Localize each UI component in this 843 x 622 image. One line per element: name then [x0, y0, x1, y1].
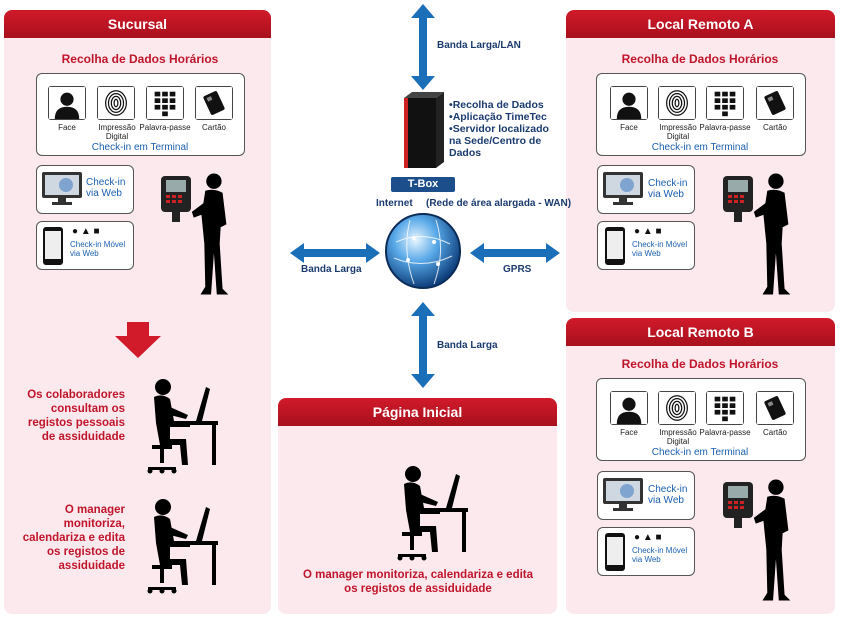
manager-desk-icon	[380, 462, 470, 562]
tile-label-password: Palavra-passe	[699, 428, 751, 437]
remote-a-title: Local Remoto A	[566, 10, 835, 38]
face-icon	[48, 86, 86, 120]
homepage-text: O manager monitoriza, calendariza e edit…	[302, 569, 534, 595]
homepage-title: Página Inicial	[278, 398, 557, 426]
checkin-web-label: Check-in via Web	[86, 177, 126, 199]
person-standing-icon	[750, 170, 798, 298]
checkin-web-label: Check-in via Web	[648, 484, 688, 506]
vertical-arrow-top-icon	[411, 4, 435, 90]
sucursal-subtitle: Recolha de Dados Horários	[61, 52, 219, 66]
monitor-icon	[601, 170, 645, 206]
tile-label-card: Cartão	[762, 123, 787, 132]
face-icon	[610, 391, 648, 425]
server-icon	[404, 92, 444, 168]
checkin-mobile-label: Check-in Móvel via Web	[632, 546, 688, 564]
gprs-label: GPRS	[503, 264, 532, 275]
banda-larga-left-label: Banda Larga	[301, 264, 362, 275]
server-bullets: Recolha de Dados Aplicação TimeTec Servi…	[449, 99, 561, 159]
tile-label-face: Face	[620, 123, 638, 132]
checkin-web-label: Check-in via Web	[648, 178, 688, 200]
checkin-terminal-label: Check-in em Terminal	[91, 142, 189, 153]
monitor-icon	[601, 476, 645, 512]
tile-label-card: Cartão	[762, 428, 787, 437]
globe-icon	[385, 213, 461, 289]
checkin-terminal-label: Check-in em Terminal	[651, 142, 749, 153]
server-bullet: Aplicação TimeTec	[449, 111, 561, 123]
card-icon	[195, 86, 233, 120]
server-bullet: Servidor localizado na Sede/Centro de Da…	[449, 123, 561, 159]
fingerprint-icon	[97, 86, 135, 120]
person-standing-icon	[750, 476, 798, 604]
tile-label-password: Palavra-passe	[699, 123, 751, 132]
os-icons: ● ▲ ■	[72, 226, 100, 237]
manager-text: O manager monitoriza, calendariza e edit…	[22, 504, 125, 572]
checkin-mobile-label: Check-in Móvel via Web	[70, 240, 126, 258]
fingerprint-icon	[658, 391, 696, 425]
keypad-icon	[146, 86, 184, 120]
tbox-label: T-Box	[391, 177, 455, 192]
os-icons: ● ▲ ■	[634, 532, 662, 543]
banda-larga-lan-label: Banda Larga/LAN	[437, 40, 521, 51]
tile-label-face: Face	[58, 123, 76, 132]
red-down-arrow-icon	[115, 322, 161, 358]
vertical-arrow-bottom-icon	[411, 302, 435, 388]
person-desk-icon	[130, 375, 220, 475]
sucursal-title: Sucursal	[4, 10, 271, 38]
os-icons: ● ▲ ■	[634, 226, 662, 237]
face-icon	[610, 86, 648, 120]
monitor-icon	[40, 170, 84, 206]
tile-label-fingerprint: Impressão Digital	[98, 123, 136, 141]
remote-b-subtitle: Recolha de Dados Horários	[621, 357, 779, 371]
wan-label: (Rede de área alargada - WAN)	[426, 198, 572, 209]
server-bullet: Recolha de Dados	[449, 99, 561, 111]
card-icon	[756, 86, 794, 120]
checkin-terminal-label: Check-in em Terminal	[651, 447, 749, 458]
keypad-icon	[706, 86, 744, 120]
phone-icon	[603, 226, 627, 266]
checkin-mobile-label: Check-in Móvel via Web	[632, 240, 688, 258]
tile-label-password: Palavra-passe	[139, 123, 191, 132]
tile-label-face: Face	[620, 428, 638, 437]
remote-b-title: Local Remoto B	[566, 318, 835, 346]
phone-icon	[41, 226, 65, 266]
fingerprint-icon	[658, 86, 696, 120]
right-arrow-icon	[470, 243, 560, 263]
phone-icon	[603, 532, 627, 572]
card-icon	[756, 391, 794, 425]
banda-larga-bottom-label: Banda Larga	[437, 340, 498, 351]
keypad-icon	[706, 391, 744, 425]
left-arrow-icon	[290, 243, 380, 263]
employees-text: Os colaboradores consultam os registos p…	[27, 389, 125, 443]
remote-a-subtitle: Recolha de Dados Horários	[621, 52, 779, 66]
tile-label-fingerprint: Impressão Digital	[659, 123, 697, 141]
tile-label-fingerprint: Impressão Digital	[659, 428, 697, 446]
manager-desk-icon	[130, 495, 220, 595]
tile-label-card: Cartão	[201, 123, 226, 132]
person-standing-icon	[188, 170, 236, 298]
internet-label: Internet	[376, 198, 413, 209]
